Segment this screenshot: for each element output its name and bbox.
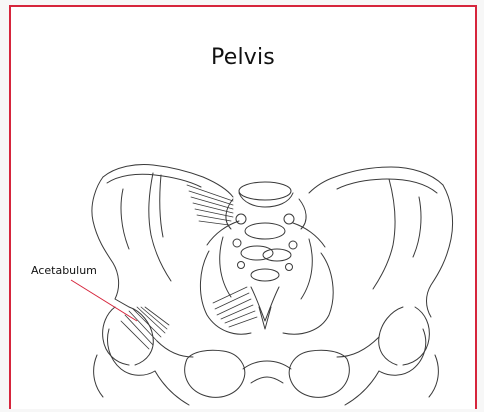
acetabulum-callout: Acetabulum <box>31 264 137 321</box>
sacrospinous-ligament <box>213 287 257 327</box>
callout-leader-line <box>71 280 137 321</box>
left-ilium <box>92 165 233 308</box>
obturator-foramina <box>94 350 439 405</box>
right-ilium <box>309 167 453 317</box>
pelvis-illustration: Acetabulum <box>11 7 475 411</box>
right-acetabulum <box>337 307 429 375</box>
figure-frame: Pelvis <box>9 5 477 409</box>
left-acetabulum <box>103 307 193 375</box>
callout-label: Acetabulum <box>31 264 97 277</box>
